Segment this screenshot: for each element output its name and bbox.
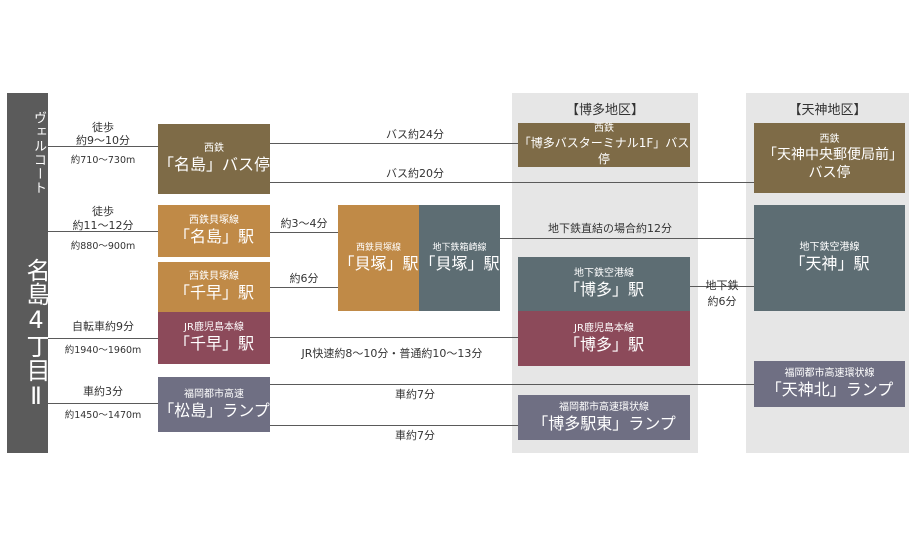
line-car-to-tenjin: [270, 384, 754, 385]
box-najima-station-main: 「名島」駅: [173, 227, 254, 246]
label-subway-direct: 地下鉄直結の場合約12分: [548, 222, 672, 235]
box-chihaya-nishitetsu-sub: 西鉄貝塚線: [189, 271, 239, 282]
box-tenjin-kita-ramp-sub: 福岡都市高速環状線: [784, 368, 875, 379]
box-kaizuka-subway-sub: 地下鉄箱崎線: [432, 243, 487, 253]
label-car-to-tenjin: 車約7分: [395, 388, 435, 401]
label-hakata-to-tenjin-time: 約6分: [707, 295, 737, 308]
box-hakata-bus-terminal: 西鉄 「博多バスターミナル1F」バス停: [518, 123, 690, 167]
property-name-big: 名島4丁目Ⅱ: [22, 258, 50, 410]
box-tenjin-subway-sub: 地下鉄空港線: [799, 242, 860, 253]
label-hakata-to-tenjin-mode: 地下鉄: [705, 279, 739, 292]
route2-time: 約11～12分: [72, 219, 134, 232]
box-kaizuka-nishitetsu: 西鉄貝塚線 「貝塚」駅: [338, 205, 419, 311]
box-najima-bus-stop: 西鉄 「名島」バス停: [158, 124, 270, 194]
box-chihaya-nishitetsu-main: 「千早」駅: [173, 283, 254, 302]
box-hakata-ekihigashi-ramp-main: 「博多駅東」ランプ: [532, 413, 676, 433]
line-subway-direct: [500, 238, 754, 239]
tenjin-region-title: 【天神地区】: [788, 103, 867, 118]
line-jr-to-hakata: [270, 337, 518, 338]
hakata-region-title: 【博多地区】: [565, 103, 644, 118]
route2-mode: 徒歩: [92, 205, 114, 218]
property-name-small: ヴェルコート: [31, 111, 46, 195]
box-hakata-subway-sub: 地下鉄空港線: [574, 268, 634, 279]
label-chihaya-to-kaizuka: 約6分: [289, 272, 319, 285]
box-kaizuka-subway-main: 「貝塚」駅: [419, 254, 500, 273]
box-tenjin-post-bus-main: 「天神中央郵便局前」バス停: [763, 147, 896, 181]
line-start-to-najima: [48, 231, 158, 232]
box-hakata-ekihigashi-ramp: 福岡都市高速環状線 「博多駅東」ランプ: [518, 395, 690, 440]
line-start-to-matsushima: [48, 403, 158, 404]
box-chihaya-jr: JR鹿児島本線 「千早」駅: [158, 312, 270, 364]
start-property-bar: ヴェルコート 名島4丁目Ⅱ: [7, 93, 50, 453]
line-bus-to-hakata: [270, 143, 518, 144]
line-start-to-bus: [48, 146, 158, 147]
box-hakata-jr: JR鹿児島本線 「博多」駅: [518, 311, 690, 366]
box-najima-station: 西鉄貝塚線 「名島」駅: [158, 205, 270, 257]
label-car-to-hakata: 車約7分: [395, 429, 435, 442]
line-car-to-hakata: [270, 425, 518, 426]
box-matsushima-ramp-main: 「松島」ランプ: [158, 400, 270, 420]
box-matsushima-ramp-sub: 福岡都市高速: [184, 388, 244, 400]
route4-mode: 車約3分: [83, 385, 123, 398]
box-hakata-jr-sub: JR鹿児島本線: [574, 322, 634, 334]
route1-distance: 約710～730m: [70, 155, 136, 166]
label-jr-to-hakata: JR快速約8～10分・普通約10～13分: [301, 347, 483, 360]
box-tenjin-kita-ramp: 福岡都市高速環状線 「天神北」ランプ: [754, 361, 905, 407]
label-najima-to-kaizuka: 約3～4分: [280, 217, 328, 230]
route2-distance: 約880～900m: [70, 241, 136, 252]
route3-mode: 自転車約9分: [72, 320, 134, 333]
box-hakata-ekihigashi-ramp-sub: 福岡都市高速環状線: [559, 401, 649, 413]
box-hakata-bus-terminal-sub: 西鉄: [594, 123, 614, 134]
box-tenjin-subway: 地下鉄空港線 「天神」駅: [754, 205, 905, 311]
route1-mode: 徒歩: [92, 121, 114, 134]
line-hakata-to-tenjin-subway: [690, 286, 754, 287]
route3-distance: 約1940～1960m: [64, 345, 142, 356]
box-matsushima-ramp: 福岡都市高速 「松島」ランプ: [158, 377, 270, 432]
box-kaizuka-subway: 地下鉄箱崎線 「貝塚」駅: [419, 205, 500, 311]
line-start-to-chihaya-jr: [48, 338, 158, 339]
box-hakata-jr-main: 「博多」駅: [563, 334, 644, 354]
box-hakata-bus-terminal-main: 「博多バスターミナル1F」バス停: [518, 136, 690, 166]
box-hakata-subway-main: 「博多」駅: [563, 280, 644, 299]
box-tenjin-post-bus-sub: 西鉄: [819, 134, 840, 145]
box-tenjin-subway-main: 「天神」駅: [789, 254, 870, 273]
box-kaizuka-nishitetsu-main: 「貝塚」駅: [338, 254, 419, 273]
route1-time: 約9～10分: [76, 134, 130, 147]
box-najima-bus-stop-sub: 西鉄: [204, 143, 224, 154]
label-bus-to-tenjin: バス約20分: [386, 167, 444, 180]
box-tenjin-post-bus: 西鉄 「天神中央郵便局前」バス停: [754, 123, 905, 193]
box-chihaya-nishitetsu: 西鉄貝塚線 「千早」駅: [158, 262, 270, 312]
box-tenjin-kita-ramp-main: 「天神北」ランプ: [765, 380, 894, 399]
box-chihaya-jr-sub: JR鹿児島本線: [184, 322, 244, 333]
box-najima-bus-stop-main: 「名島」バス停: [158, 155, 271, 174]
line-chihaya-to-kaizuka: [270, 287, 338, 288]
box-kaizuka-nishitetsu-sub: 西鉄貝塚線: [355, 243, 401, 253]
box-hakata-subway: 地下鉄空港線 「博多」駅: [518, 257, 690, 311]
box-chihaya-jr-main: 「千早」駅: [173, 334, 254, 353]
line-najima-to-kaizuka: [270, 232, 338, 233]
line-bus-to-tenjin: [270, 182, 754, 183]
box-najima-station-sub: 西鉄貝塚線: [189, 215, 239, 226]
label-bus-to-hakata: バス約24分: [386, 128, 444, 141]
route4-distance: 約1450～1470m: [64, 410, 142, 421]
